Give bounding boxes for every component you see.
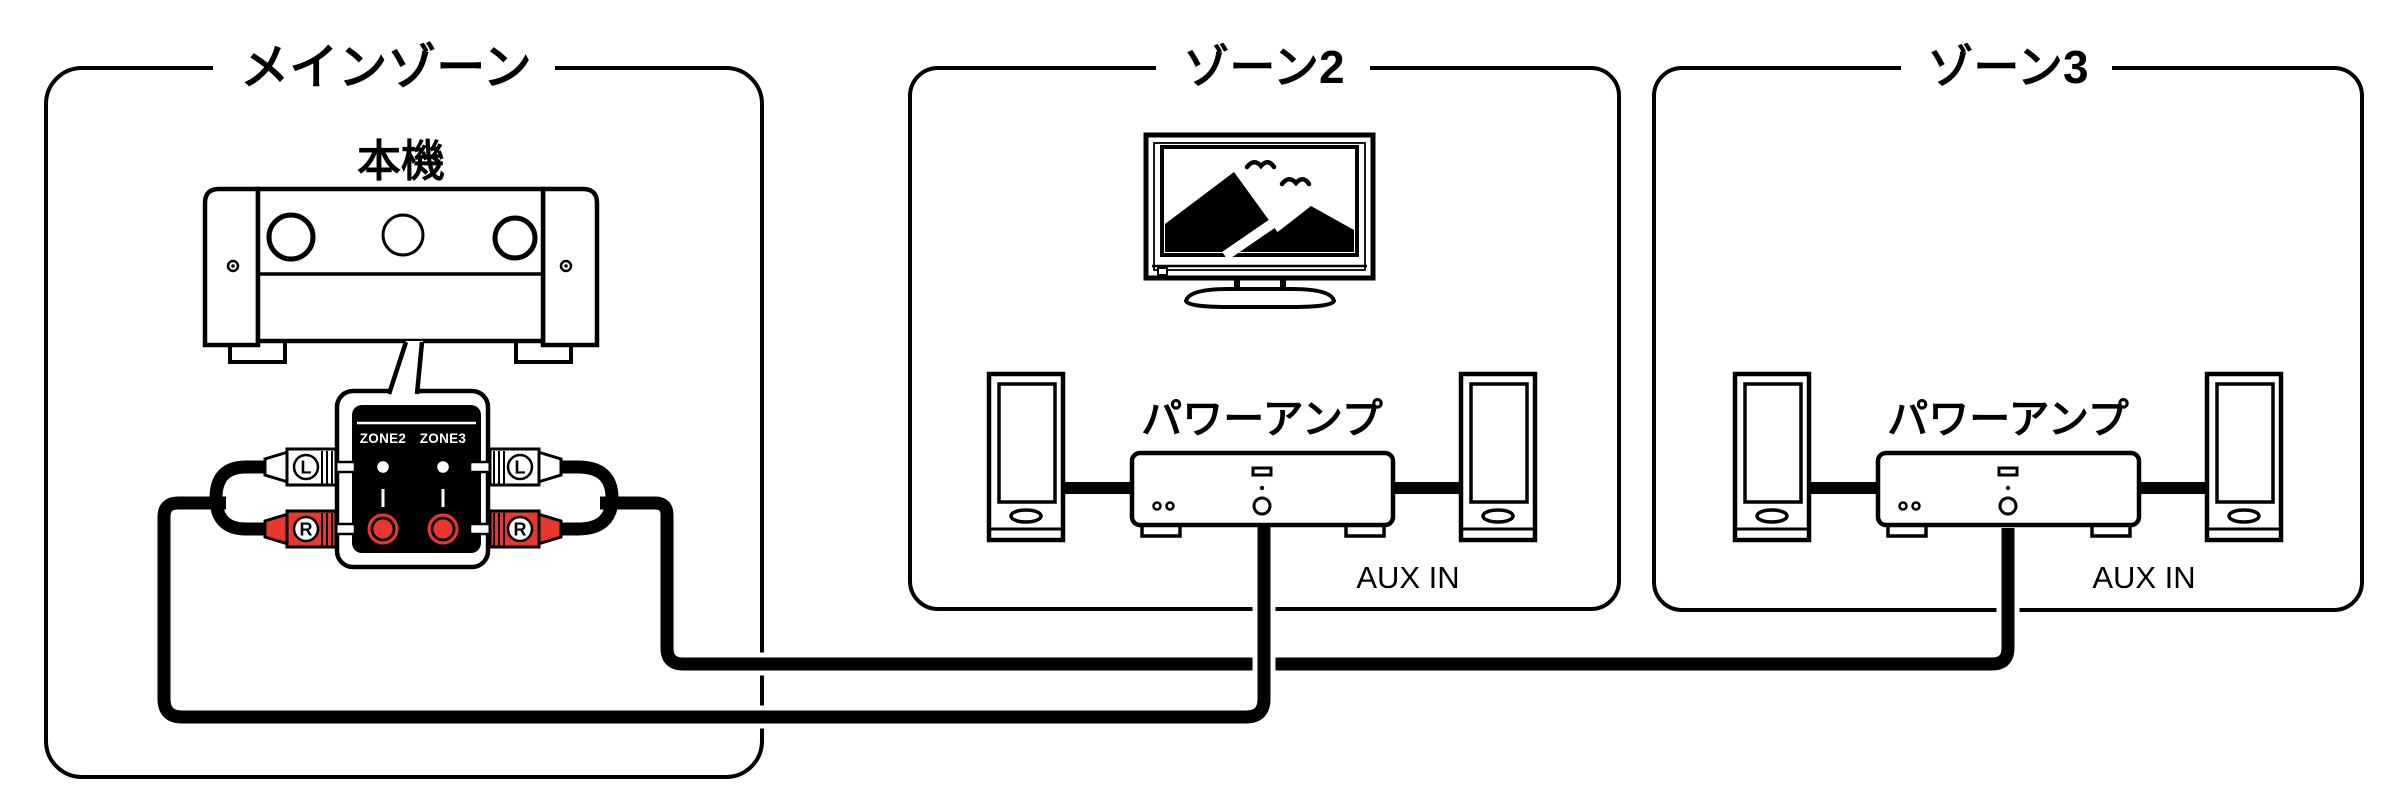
tv-icon [1143,132,1376,309]
receiver-phones-jack-icon [559,259,573,273]
jack-link-zone2 [381,489,385,507]
zone3-title: ゾーン3 [1927,41,2088,93]
callout-pointer [389,341,423,396]
receiver-knob-right-icon [492,215,538,261]
power-amp-zone2-icon [1129,450,1396,538]
zone2-amp-label: パワーアンプ [1141,396,1383,442]
zone3-amp-label: パワーアンプ [1887,396,2129,442]
zone2-label-gap [1156,44,1370,92]
device-label: 本機 [357,137,445,186]
receiver-knob-left-icon [266,212,316,262]
main-zone-label-gap [213,44,555,92]
zone2-jack-label: ZONE2 [360,431,407,446]
zone2-aux-in-label: AUX IN [1356,560,1459,595]
rca-cable-zone2 [152,491,1276,729]
receiver-selector-circle-icon [381,213,425,257]
rca-jack-zone2-l-icon [364,448,402,486]
rca-plug-right-r: R [488,509,563,549]
speaker-zone2-left-icon [986,371,1066,543]
jack-panel-callout: ZONE2 ZONE3 [334,341,491,570]
svg-text:R: R [300,520,313,540]
rca-jack-zone3-l-icon [424,448,462,486]
svg-text:L: L [515,458,526,478]
zone3-label-gap [1901,44,2112,92]
rca-plug-left-r: R [263,509,338,549]
speaker-zone3-left-icon [1732,371,1812,543]
svg-text:R: R [514,520,527,540]
rca-jack-zone2-r-icon [364,510,402,548]
zone3-jack-label: ZONE3 [420,431,467,446]
zone2-title: ゾーン2 [1183,41,1344,93]
speaker-zone2-right-icon [1458,371,1538,543]
rca-plug-left-l: L [263,447,338,487]
receiver-front-face [255,186,546,344]
rca-plug-right-l: L [488,447,563,487]
rca-cable-right-loop [556,460,619,536]
receiver-illustration [202,186,600,364]
receiver-power-button-icon [226,259,240,273]
power-amp-zone3-icon [1875,450,2142,538]
jack-link-zone3 [441,489,445,507]
rca-cable-left-loop [209,460,270,536]
zone3-aux-in-label: AUX IN [2092,560,2195,595]
rca-jack-zone3-r-icon [424,510,462,548]
speaker-zone3-right-icon [2204,371,2284,543]
main-zone-title: メインゾーン [240,41,532,95]
rca-cable-zone3 [600,491,2020,676]
svg-text:L: L [301,458,312,478]
